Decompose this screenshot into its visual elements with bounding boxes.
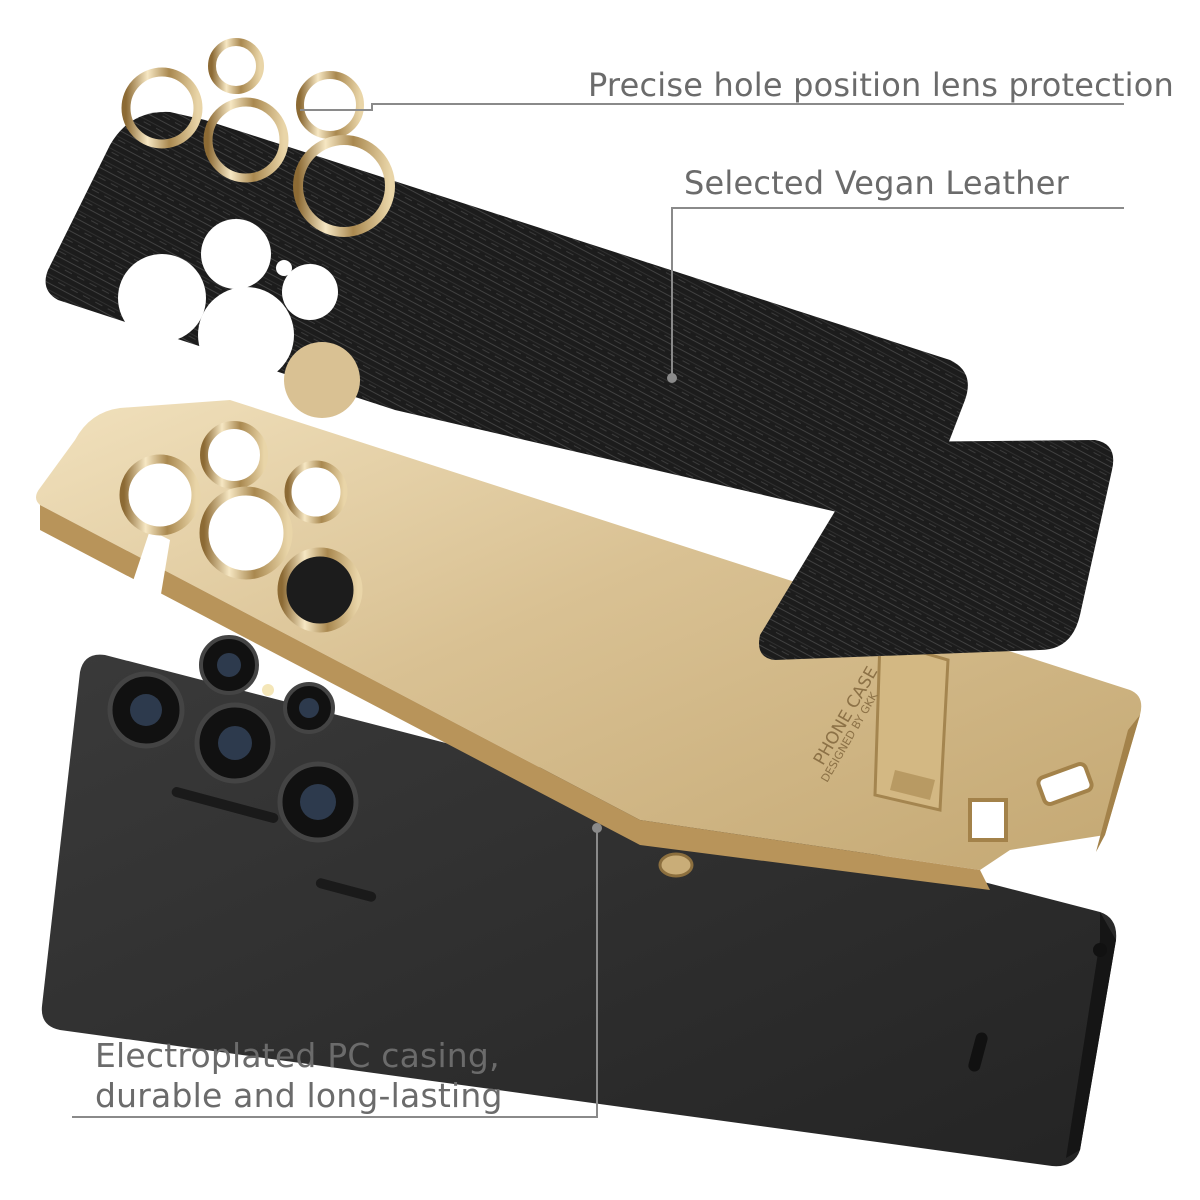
casing-callout-dot — [592, 823, 602, 833]
case-port-cutout — [1036, 761, 1094, 807]
case-camera-rings — [119, 421, 363, 633]
case-button-cover — [658, 852, 694, 878]
casing-callout: Electroplated PC casing, durable and lon… — [95, 1036, 503, 1116]
casing-callout-line1: Electroplated PC casing, — [95, 1036, 500, 1075]
leather-callout-dot — [667, 373, 677, 383]
callout-lines — [72, 103, 1124, 1118]
vegan-leather-callout: Selected Vegan Leather — [684, 164, 1069, 202]
leather-panel — [45, 111, 968, 530]
case-side-cutout — [968, 798, 1008, 842]
volume-button — [171, 787, 279, 823]
flash-icon — [262, 684, 274, 696]
headphone-jack — [1093, 943, 1107, 957]
lens-callout-line — [300, 103, 1124, 111]
phone-cameras — [107, 635, 359, 843]
usb-port — [968, 1032, 988, 1072]
lens-protection-callout: Precise hole position lens protection — [588, 66, 1174, 104]
lens-rings — [121, 38, 395, 237]
gold-case: PHONE CASE DESIGNED BY GKK — [36, 400, 1142, 890]
casing-callout-line — [72, 828, 598, 1118]
leather-callout-line — [671, 207, 1124, 378]
casing-callout-line2: durable and long-lasting — [95, 1076, 503, 1115]
power-button — [315, 878, 377, 902]
